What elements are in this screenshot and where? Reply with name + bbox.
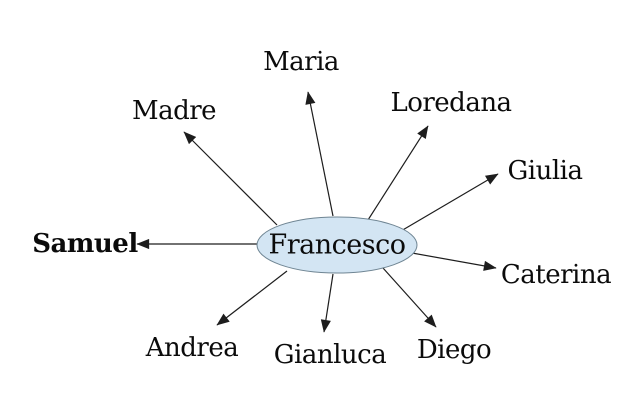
arrow-to-caterina bbox=[411, 252, 497, 271]
node-label-madre: Madre bbox=[131, 96, 217, 126]
arrow-to-andrea bbox=[216, 270, 288, 326]
arrow-to-maria bbox=[305, 91, 334, 217]
node-label-maria: Maria bbox=[263, 47, 339, 77]
node-label-andrea: Andrea bbox=[145, 333, 239, 363]
arrow-to-giulia bbox=[400, 173, 499, 232]
arrow-to-madre bbox=[183, 131, 278, 226]
node-label-samuel: Samuel bbox=[32, 229, 138, 259]
node-label-giulia: Giulia bbox=[507, 156, 583, 186]
node-label-diego: Diego bbox=[416, 335, 492, 365]
edge-arrows bbox=[136, 91, 499, 333]
arrow-to-diego bbox=[382, 267, 437, 328]
node-label-caterina: Caterina bbox=[500, 260, 612, 290]
node-label-loredana: Loredana bbox=[390, 88, 512, 118]
arrow-to-gianluca bbox=[320, 273, 334, 333]
center-node-label: Francesco bbox=[268, 229, 406, 261]
center-node-ellipse bbox=[256, 216, 418, 274]
node-label-gianluca: Gianluca bbox=[273, 340, 387, 370]
arrow-to-loredana bbox=[367, 125, 429, 221]
